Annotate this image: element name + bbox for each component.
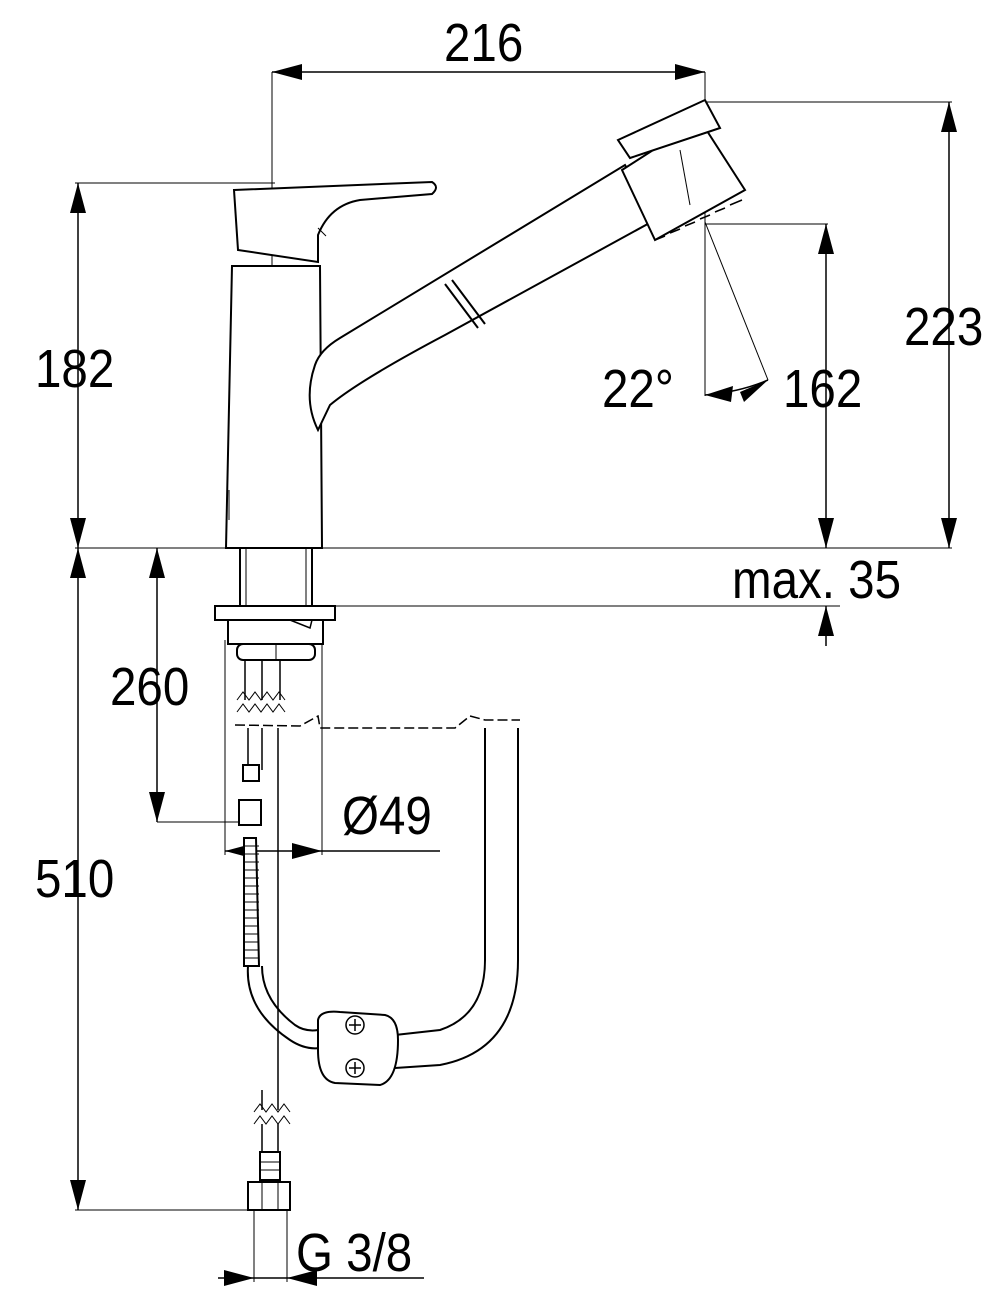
dim-shank-260: 260 bbox=[110, 657, 190, 717]
dim-height-223: 223 bbox=[904, 297, 984, 357]
dim-deck-thickness: max. 35 bbox=[732, 550, 902, 610]
faucet-base bbox=[214, 547, 336, 661]
faucet-body bbox=[224, 265, 324, 549]
faucet-lever bbox=[232, 180, 437, 264]
dim-height-182: 182 bbox=[35, 339, 115, 399]
dim-thread-g38: G 3/8 bbox=[296, 1223, 413, 1283]
dim-angle-22: 22° bbox=[602, 359, 674, 419]
dim-hose-510: 510 bbox=[35, 849, 115, 909]
dim-spout-height-162: 162 bbox=[783, 359, 863, 419]
supply-hoses bbox=[234, 660, 520, 1211]
dim-diameter-49: Ø49 bbox=[342, 786, 432, 846]
faucet-spout bbox=[308, 98, 747, 433]
dimension-lines bbox=[75, 71, 952, 1282]
dim-width-216: 216 bbox=[444, 13, 524, 73]
